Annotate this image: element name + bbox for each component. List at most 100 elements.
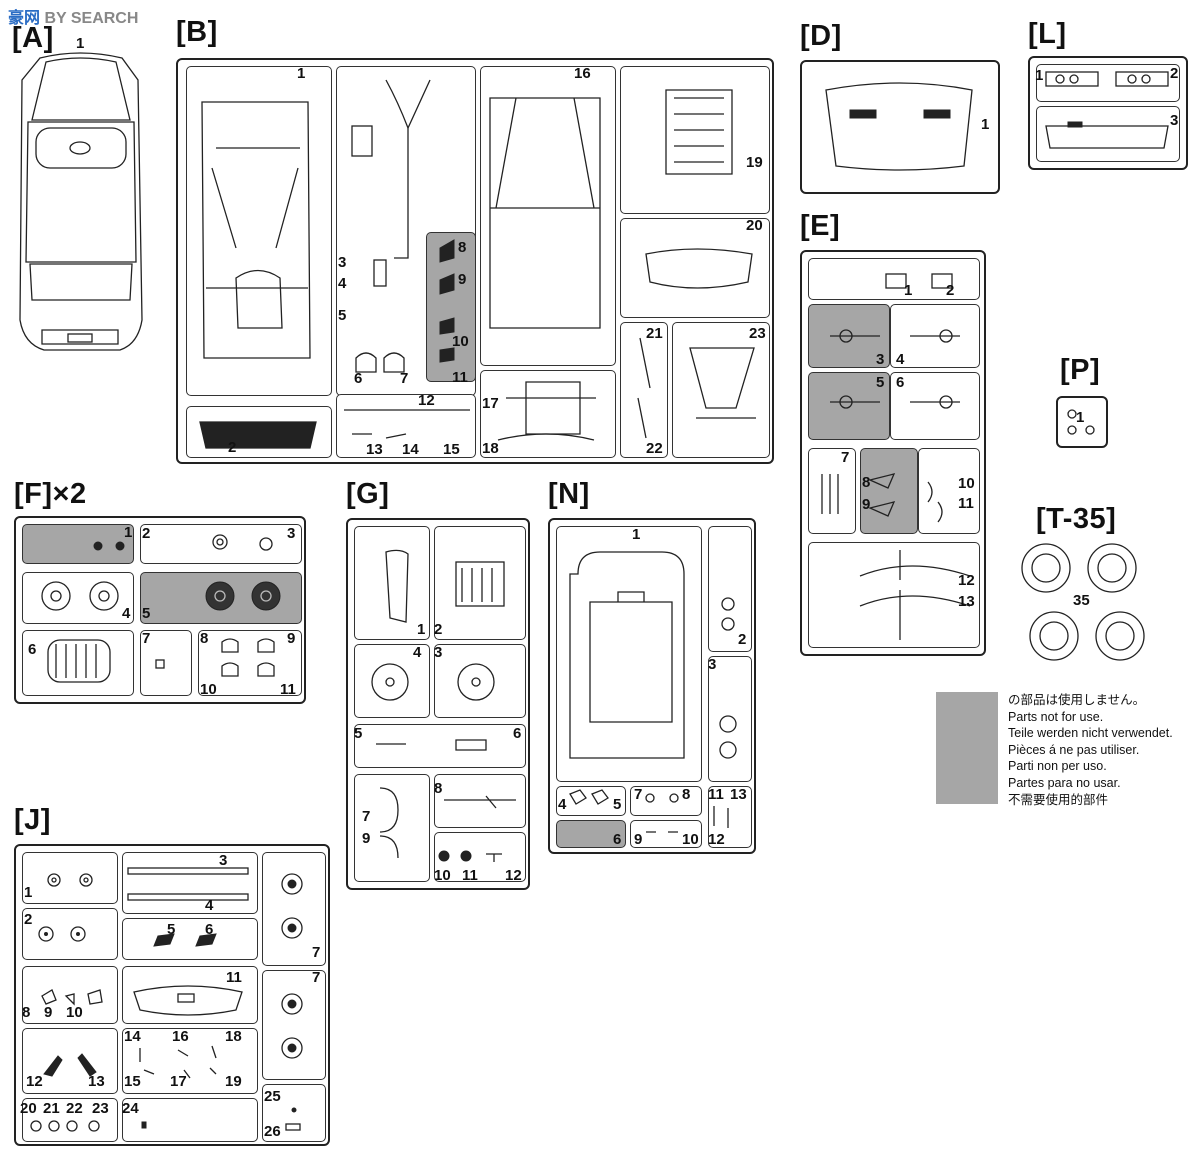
b-part-15: 15	[443, 441, 460, 458]
sprue-f-cell-7	[140, 630, 192, 696]
hood-drawing	[825, 82, 973, 171]
sprue-e-unused-8-9	[860, 448, 918, 534]
sprue-n-cell-interior	[556, 526, 702, 782]
sprue-j-cell-25-26	[262, 1084, 326, 1142]
legend-line-de: Teile werden nicht verwendet.	[1008, 726, 1173, 741]
sprue-f-cell-2-3	[140, 524, 302, 564]
b-part-22: 22	[646, 440, 663, 457]
j-part-20: 20	[20, 1100, 37, 1117]
j-part-16: 16	[172, 1028, 189, 1045]
n-part-1: 1	[632, 526, 641, 543]
sprue-j-cell-12-13	[22, 1028, 118, 1094]
f-part-5: 5	[142, 605, 151, 622]
sprue-b-header: [B]	[176, 16, 218, 48]
g-part-7: 7	[362, 808, 371, 825]
sprue-e-drawings	[821, 273, 971, 640]
n-part-4: 4	[558, 796, 567, 813]
sprue-j-cell-5-6	[122, 918, 258, 960]
j-part-15: 15	[124, 1073, 141, 1090]
j-part-8: 8	[22, 1004, 31, 1021]
sprue-d-header: [D]	[800, 20, 842, 52]
j-part-24: 24	[122, 1100, 139, 1117]
sprue-j-drawings	[30, 867, 303, 1132]
watermark-logo: 豪网 BY SEARCH	[8, 10, 139, 27]
f-part-9: 9	[287, 630, 296, 647]
g-part-2: 2	[434, 621, 443, 638]
sprue-n-unused-6	[556, 820, 626, 848]
t35-part-35: 35	[1073, 592, 1090, 609]
e-part-3: 3	[876, 351, 885, 368]
j-part-26: 26	[264, 1123, 281, 1140]
car-body-top-view	[19, 52, 143, 351]
j-part-6: 6	[205, 921, 214, 938]
sprue-e-cell-springs	[808, 542, 980, 648]
j-part-18: 18	[225, 1028, 242, 1045]
g-part-5: 5	[354, 725, 363, 742]
legend-line-fr: Pièces á ne pas utiliser.	[1008, 742, 1140, 757]
l-part-1: 1	[1035, 67, 1044, 84]
sprue-f-unused-1	[22, 524, 134, 564]
sprue-l-frame	[1028, 56, 1188, 170]
sprue-l-drawings	[1045, 71, 1169, 149]
j-part-5: 5	[167, 921, 176, 938]
n-part-2: 2	[738, 631, 747, 648]
sprue-n-frame	[548, 518, 756, 854]
e-part-5: 5	[876, 374, 885, 391]
f-part-4: 4	[122, 605, 131, 622]
g-part-6: 6	[513, 725, 522, 742]
b-part-16: 16	[574, 65, 591, 82]
legend-line-it: Parti non per uso.	[1008, 759, 1107, 774]
sprue-g-frame	[346, 518, 530, 890]
sprue-j-cell-14-19	[122, 1028, 258, 1094]
sprue-j-header: [J]	[14, 804, 51, 836]
e-part-4: 4	[896, 351, 905, 368]
b-part-11: 11	[452, 369, 468, 386]
n-part-5: 5	[613, 796, 622, 813]
sprue-n-drawings	[569, 551, 737, 833]
e-part-11: 11	[958, 495, 974, 512]
j-part-13: 13	[88, 1073, 105, 1090]
g-part-4: 4	[413, 644, 422, 661]
legend-line-es: Partes para no usar.	[1008, 775, 1121, 790]
n-part-10: 10	[682, 831, 699, 848]
sprue-n-cell-3	[708, 656, 752, 782]
sprue-f-cell-6	[22, 630, 134, 696]
l-part-2: 2	[1170, 65, 1179, 82]
b-part-18: 18	[482, 440, 499, 457]
n-part-3: 3	[708, 656, 717, 673]
sprue-b-cell-tank	[620, 218, 770, 318]
sprue-e-cell-7	[808, 448, 856, 534]
b-part-19: 19	[746, 154, 763, 171]
j-part-25: 25	[264, 1088, 281, 1105]
l-part-3: 3	[1170, 112, 1179, 129]
sprue-b-cell-suspension	[672, 322, 770, 458]
g-part-1: 1	[417, 621, 426, 638]
sprue-n-cell-2	[708, 526, 752, 652]
b-part-17: 17	[482, 395, 499, 412]
sprue-n-cell-11-13	[708, 786, 752, 848]
sprue-e-cell-shock-6	[890, 372, 980, 440]
j-part-19: 19	[225, 1073, 242, 1090]
legend-swatch	[936, 692, 998, 804]
sprue-b-frame	[176, 58, 774, 464]
sprue-b-cell-radiator	[620, 66, 770, 214]
j-part-17: 17	[170, 1073, 187, 1090]
f-part-6: 6	[28, 641, 37, 658]
b-part-13: 13	[366, 441, 383, 458]
sprue-g-cell-1	[354, 526, 430, 640]
legend-text: の部品は使用しません。 Parts not for use. Teile wer…	[1008, 692, 1173, 808]
f-part-8: 8	[200, 630, 209, 647]
g-part-11: 11	[462, 867, 478, 884]
j-part-11: 11	[226, 969, 242, 986]
sprue-j-cell-1	[22, 852, 118, 904]
b-part-14: 14	[402, 441, 419, 458]
sprue-b-cell-small-parts	[336, 394, 476, 458]
sprue-j-frame	[14, 844, 330, 1146]
sprue-n-cell-9-10	[630, 820, 702, 848]
sprue-d-frame	[800, 60, 1000, 194]
j-part-9: 9	[44, 1004, 53, 1021]
sprue-g-drawings	[371, 549, 516, 862]
sprue-f-frame	[14, 516, 306, 704]
j-part-2: 2	[24, 911, 33, 928]
e-part-2: 2	[946, 282, 955, 299]
